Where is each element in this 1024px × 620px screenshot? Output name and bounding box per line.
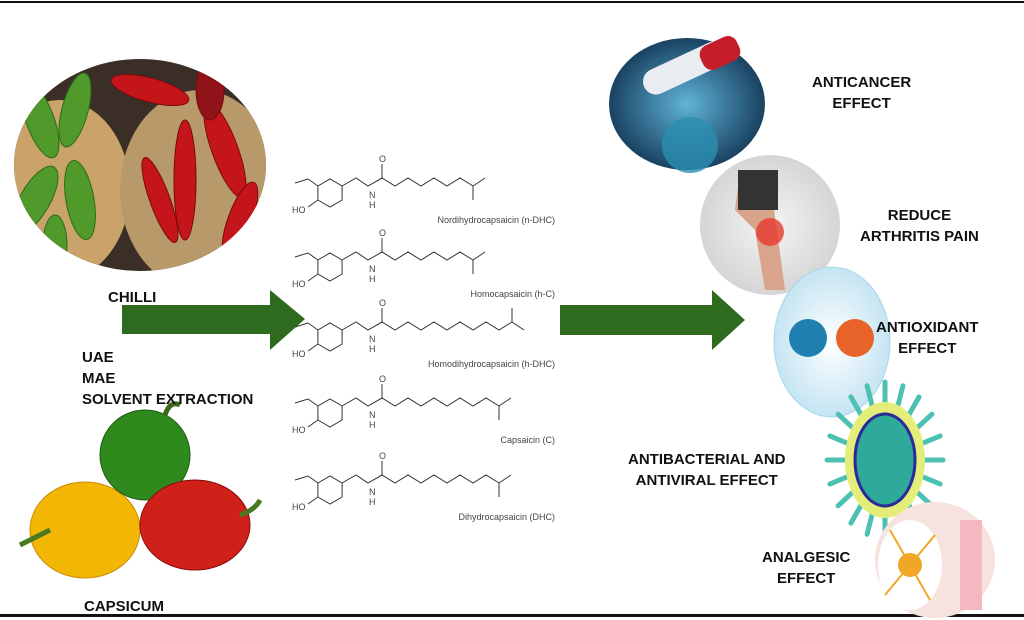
bottom-rule [0,614,1024,617]
hydrogen-label: H [369,497,376,507]
compound-name: Dihydrocapsaicin (DHC) [458,512,555,522]
nitrogen-label: N [369,487,376,497]
virus-spike [920,474,943,487]
effect-line: ANTIOXIDANT [876,319,979,336]
nitrogen-label: N [369,190,376,200]
effect-line: ANTIVIRAL EFFECT [635,472,778,489]
molecule-structure: O NH HO Capsaicin (C) [292,374,555,445]
compound-name: Homodihydrocapsaicin (h-DHC) [428,359,555,369]
compound-name: Homocapsaicin (h-C) [470,289,555,299]
oxygen-label: O [379,451,386,461]
effect-line: EFFECT [898,340,957,357]
analgesic-neuron-image [875,502,995,618]
virus-image [824,379,946,541]
virus-spike [827,474,850,487]
virus-spike [864,383,876,411]
method-solvent: SOLVENT EXTRACTION [82,391,254,408]
effect-line: REDUCE [887,207,952,224]
effect-arthritis: REDUCE ARTHRITIS PAIN [860,205,979,247]
virus-spike [894,383,906,411]
effect-line: EFFECT [832,95,891,112]
oxygen-label: O [379,374,386,384]
oxygen-label: O [379,154,386,164]
virus-spike [835,489,856,509]
virus-spike [848,501,864,526]
molecule-structure: O NH HO Dihydrocapsaicin (DHC) [292,451,555,522]
effect-line: ANALGESIC [762,549,851,566]
capsicum-image [18,401,263,579]
effect-analgesic: ANALGESIC EFFECT [762,547,850,589]
hydrogen-label: H [369,420,376,430]
arrow-effects [560,290,745,350]
molecule-structure: O NH HO Nordihydrocapsaicin (n-DHC) [292,154,555,225]
virus-spike [906,394,922,419]
hydroxyl-label: HO [292,279,306,289]
virus-spike [848,394,864,419]
capsicum-label: CAPSICUM [84,598,165,615]
arrow-extraction [122,290,305,350]
hydroxyl-label: HO [292,502,306,512]
hydrogen-label: H [369,200,376,210]
virus-spike [914,411,935,431]
chilli-image [14,59,266,271]
extraction-methods: UAE MAE SOLVENT EXTRACTION [82,347,253,410]
compound-name: Nordihydrocapsaicin (n-DHC) [437,215,555,225]
compound-name: Capsaicin (C) [500,435,555,445]
arthritis-knee-image [700,155,840,295]
hydroxyl-label: HO [292,425,306,435]
effect-antibacterial-antiviral: ANTIBACTERIAL AND ANTIVIRAL EFFECT [628,449,786,491]
anticancer-image [609,36,765,173]
effect-line: ANTIBACTERIAL AND [628,451,786,468]
virus-spike [835,411,856,431]
virus-spike [920,433,943,446]
nitrogen-label: N [369,410,376,420]
virus-spike [827,433,850,446]
molecule-structure: O NH HO Homocapsaicin (h-C) [292,228,555,299]
hydroxyl-label: HO [292,349,306,359]
top-rule [0,1,1024,3]
hydroxyl-label: HO [292,205,306,215]
effect-line: ANTICANCER [812,74,912,91]
chilli-label: CHILLI [108,289,157,306]
hydrogen-label: H [369,274,376,284]
oxygen-label: O [379,298,386,308]
oxygen-label: O [379,228,386,238]
effect-line: EFFECT [777,570,836,587]
nitrogen-label: N [369,264,376,274]
molecule-structure: O NH HO Homodihydrocapsaicin (h-DHC) [292,298,555,369]
hydrogen-label: H [369,344,376,354]
method-mae: MAE [82,370,116,387]
virus-spike [864,509,876,537]
antioxidant-image [773,266,891,418]
effect-anticancer: ANTICANCER EFFECT [812,72,911,114]
effect-line: ARTHRITIS PAIN [860,228,979,245]
nitrogen-label: N [369,334,376,344]
method-uae: UAE [82,349,114,366]
effect-antioxidant: ANTIOXIDANT EFFECT [876,317,979,359]
